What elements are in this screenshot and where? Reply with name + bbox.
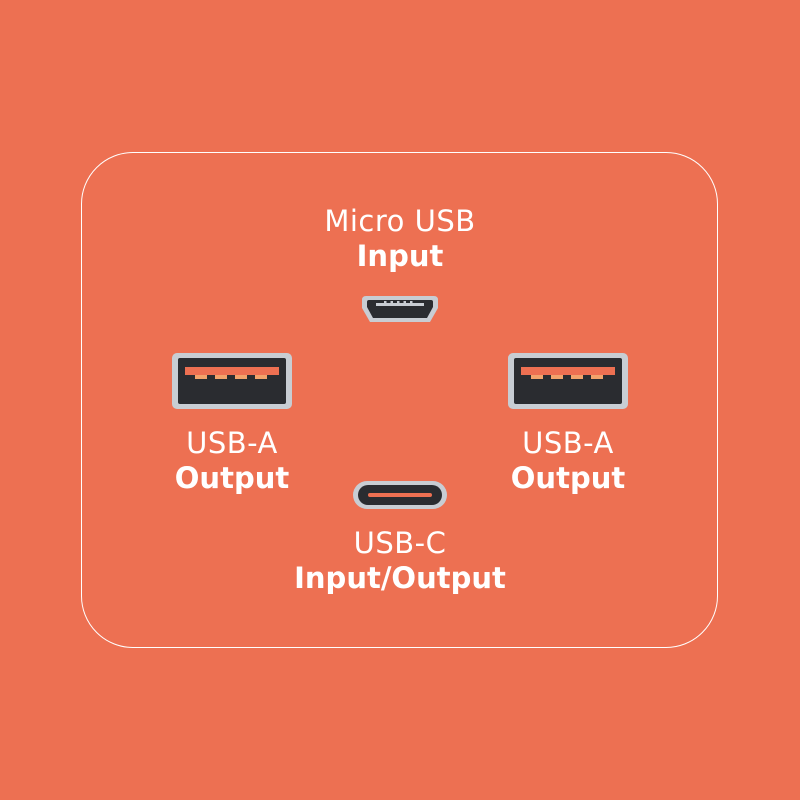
usb-a-right-name: USB-A — [522, 426, 614, 460]
usb-c-port-icon — [353, 481, 447, 509]
usb-a-right-port-icon — [508, 353, 628, 409]
usb-c-name: USB-C — [353, 526, 447, 560]
micro-usb-role: Input — [356, 239, 444, 273]
usb-a-left-name: USB-A — [186, 426, 278, 460]
usb-a-left-role: Output — [174, 461, 290, 495]
usb-c-role: Input/Output — [294, 561, 506, 595]
usb-c-label: USB-C Input/Output — [270, 526, 530, 596]
usb-a-right-label: USB-A Output — [438, 426, 698, 496]
device-panel-outline — [81, 152, 718, 648]
micro-usb-port-icon — [362, 296, 438, 322]
micro-usb-label: Micro USB Input — [270, 204, 530, 274]
usb-a-left-port-icon — [172, 353, 292, 409]
usb-a-right-role: Output — [510, 461, 626, 495]
usb-a-left-label: USB-A Output — [102, 426, 362, 496]
micro-usb-name: Micro USB — [324, 204, 476, 238]
